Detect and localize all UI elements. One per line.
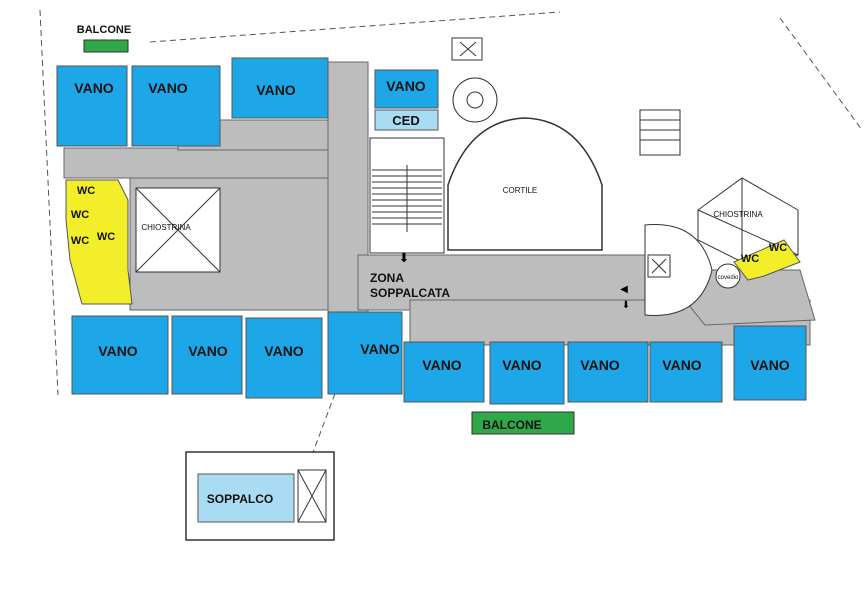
wc-label-4: WC [97, 231, 115, 243]
staircase [369, 137, 445, 254]
balcone-bottom-label: BALCONE [482, 418, 541, 432]
cortile-label: CORTILE [503, 186, 538, 195]
vano-top-room-4[interactable] [374, 69, 439, 109]
spiral-stairs-top [451, 37, 498, 123]
vano-bottom-room-4[interactable] [327, 311, 403, 395]
balcone-top-label: BALCONE [77, 24, 131, 36]
covedio [715, 263, 741, 289]
chiostrina-left-label: CHIOSTRINA [141, 223, 191, 232]
balcone-top[interactable] [83, 39, 129, 53]
down-arrow-icon: ⬇ [399, 250, 410, 265]
vano-top-label-2: VANO [148, 80, 188, 96]
chiostrina-left [135, 187, 221, 273]
cortile [447, 117, 603, 251]
soppalco-label: SOPPALCO [207, 492, 273, 506]
wc-label-2: WC [71, 209, 89, 221]
left-arrow-icon: ◀ [620, 284, 628, 295]
wc-label-1: WC [77, 185, 95, 197]
vano-bottom-label-8: VANO [662, 357, 702, 373]
vano-bottom-room-7[interactable] [567, 341, 649, 403]
vano-top-room-3[interactable] [231, 57, 329, 119]
vano-bottom-label-3: VANO [264, 343, 304, 359]
vano-bottom-label-2: VANO [188, 343, 228, 359]
balcone-bottom[interactable] [471, 411, 575, 435]
zona-soppalcata-line-1: ZONA [370, 271, 404, 285]
vano-bottom-room-5[interactable] [403, 341, 485, 403]
wc-label-6: WC [769, 242, 787, 254]
vani-top-group [56, 57, 439, 147]
small-down-arrow-icon: ⬇ [622, 300, 630, 311]
wc-label-3: WC [71, 235, 89, 247]
ced-room[interactable] [374, 109, 439, 131]
soppalco-room[interactable] [197, 473, 295, 523]
chiostrina-right-label: CHIOSTRINA [713, 210, 763, 219]
vano-bottom-room-3[interactable] [245, 317, 323, 399]
zona-soppalcata-line-2: SOPPALCATA [370, 286, 450, 300]
vano-bottom-label-5: VANO [422, 357, 462, 373]
vano-bottom-label-4: VANO [360, 341, 400, 357]
vano-top-room-2[interactable] [131, 65, 221, 147]
vano-bottom-label-6: VANO [502, 357, 542, 373]
vano-top-room-1[interactable] [56, 65, 128, 147]
vano-bottom-label-1: VANO [98, 343, 138, 359]
ced-label: CED [392, 113, 419, 128]
vano-bottom-label-9: VANO [750, 357, 790, 373]
vano-bottom-room-8[interactable] [649, 341, 723, 403]
wc-label-5: WC [741, 253, 759, 265]
vano-bottom-room-9[interactable] [733, 325, 807, 401]
right-stair-structures [639, 109, 713, 316]
wc-areas [65, 179, 801, 305]
vani-bottom-group [71, 311, 807, 405]
covedio-label: covedio [718, 275, 739, 281]
soppalco-inset [185, 451, 335, 541]
vano-top-label-1: VANO [74, 80, 114, 96]
vano-bottom-label-7: VANO [580, 357, 620, 373]
vano-bottom-room-6[interactable] [489, 341, 565, 405]
vano-bottom-room-2[interactable] [171, 315, 243, 395]
vano-top-label-4: VANO [386, 78, 426, 94]
vano-bottom-room-1[interactable] [71, 315, 169, 395]
vano-top-label-3: VANO [256, 82, 296, 98]
